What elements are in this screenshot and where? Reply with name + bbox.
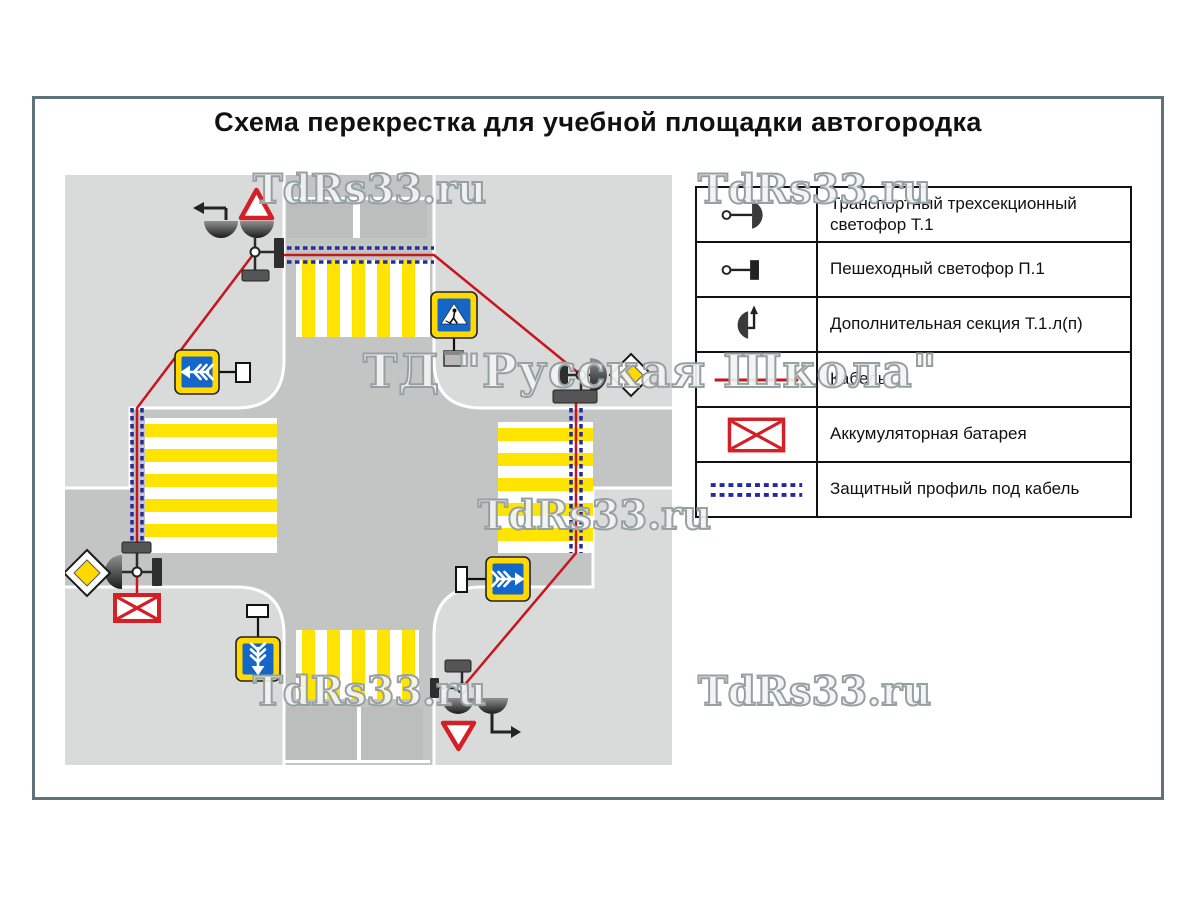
transport-light-icon bbox=[240, 221, 274, 238]
pedestrian-light-icon bbox=[152, 558, 162, 586]
legend-label: Кабель bbox=[830, 369, 887, 389]
legend-label: Дополнительная секция Т.1.л(п) bbox=[830, 314, 1083, 334]
cable-top bbox=[284, 253, 582, 376]
priority-road-sign bbox=[65, 548, 112, 598]
legend-row: Транспортный трехсекционный светофор Т.1 bbox=[697, 188, 1130, 241]
pedestrian-light-icon bbox=[558, 362, 568, 388]
block-bottom-right bbox=[432, 486, 672, 765]
pole-node bbox=[575, 369, 587, 381]
cable-icon bbox=[714, 378, 799, 382]
transport-light-icon bbox=[721, 201, 763, 229]
traffic-light-assembly-top-right bbox=[552, 352, 654, 404]
protective-profile-left bbox=[130, 408, 144, 542]
transport-light-icon bbox=[105, 555, 122, 589]
give-way-sign bbox=[440, 720, 477, 752]
traffic-light-assembly-bottom-left bbox=[65, 541, 162, 623]
profile-endcap bbox=[552, 389, 598, 404]
legend-label: Защитный профиль под кабель bbox=[830, 479, 1080, 499]
legend-row: Пешеходный светофор П.1 bbox=[697, 241, 1130, 296]
pedestrian-crossing-bottom bbox=[296, 630, 419, 699]
pedestrian-crossing-right bbox=[498, 422, 593, 553]
legend-row: Дополнительная секция Т.1.л(п) bbox=[697, 296, 1130, 351]
bottom-road-lanes bbox=[283, 707, 430, 763]
transport-light-icon bbox=[442, 698, 474, 714]
left-turn-arrow-icon bbox=[193, 202, 228, 220]
protective-profile-right bbox=[569, 408, 583, 553]
pedestrian-crossing-left bbox=[145, 418, 277, 553]
legend-label: Транспортный трехсекционный светофор Т.1 bbox=[830, 194, 1077, 234]
legend-label: Аккумуляторная батарея bbox=[830, 424, 1027, 444]
pole-node bbox=[249, 246, 261, 258]
profile-endcap bbox=[444, 659, 472, 673]
intersection-diagram bbox=[65, 175, 672, 765]
legend-table: Транспортный трехсекционный светофор Т.1… bbox=[695, 186, 1132, 518]
transport-light-icon bbox=[476, 698, 508, 714]
additional-section-icon bbox=[737, 305, 758, 339]
legend-row: Кабель bbox=[697, 351, 1130, 406]
protective-profile-top bbox=[287, 246, 434, 264]
lane-direction-sign-down bbox=[235, 604, 281, 682]
pedestrian-light-icon bbox=[721, 260, 759, 280]
block-top-left bbox=[65, 175, 286, 490]
pedestrian-light-icon bbox=[430, 678, 439, 698]
profile-endcap bbox=[241, 269, 270, 282]
block-bottom-left bbox=[65, 585, 286, 765]
traffic-light-assembly-bottom-right bbox=[430, 659, 521, 752]
block-top-right bbox=[432, 175, 672, 410]
profile-endcap bbox=[121, 541, 152, 554]
cable-right bbox=[461, 403, 578, 689]
legend-row: Аккумуляторная батарея bbox=[697, 406, 1130, 461]
legend-label: Пешеходный светофор П.1 bbox=[830, 259, 1045, 279]
priority-road-sign bbox=[608, 352, 654, 398]
pole-node bbox=[456, 682, 468, 694]
pedestrian-crossing-top bbox=[296, 260, 430, 337]
right-turn-arrow-icon bbox=[490, 714, 521, 738]
cable-left bbox=[135, 251, 256, 542]
lane-direction-sign-left bbox=[174, 349, 251, 395]
transport-light-icon bbox=[590, 358, 607, 392]
pole-node bbox=[131, 566, 143, 578]
protective-profile-icon bbox=[710, 483, 803, 497]
walking-person-icon bbox=[445, 308, 458, 325]
legend-row: Защитный профиль под кабель bbox=[697, 461, 1130, 516]
pedestrian-light-icon bbox=[274, 238, 284, 268]
traffic-light-assembly-top-left bbox=[193, 187, 284, 282]
top-road-lanes bbox=[284, 197, 434, 238]
page-title: Схема перекрестка для учебной площадки а… bbox=[214, 107, 982, 137]
transport-light-icon bbox=[204, 221, 238, 238]
lane-direction-sign-right bbox=[455, 556, 531, 602]
pedestrian-crossing-sign bbox=[430, 291, 478, 367]
warning-triangle-sign bbox=[238, 187, 275, 221]
battery-icon bbox=[727, 417, 786, 453]
battery-box bbox=[113, 593, 161, 623]
